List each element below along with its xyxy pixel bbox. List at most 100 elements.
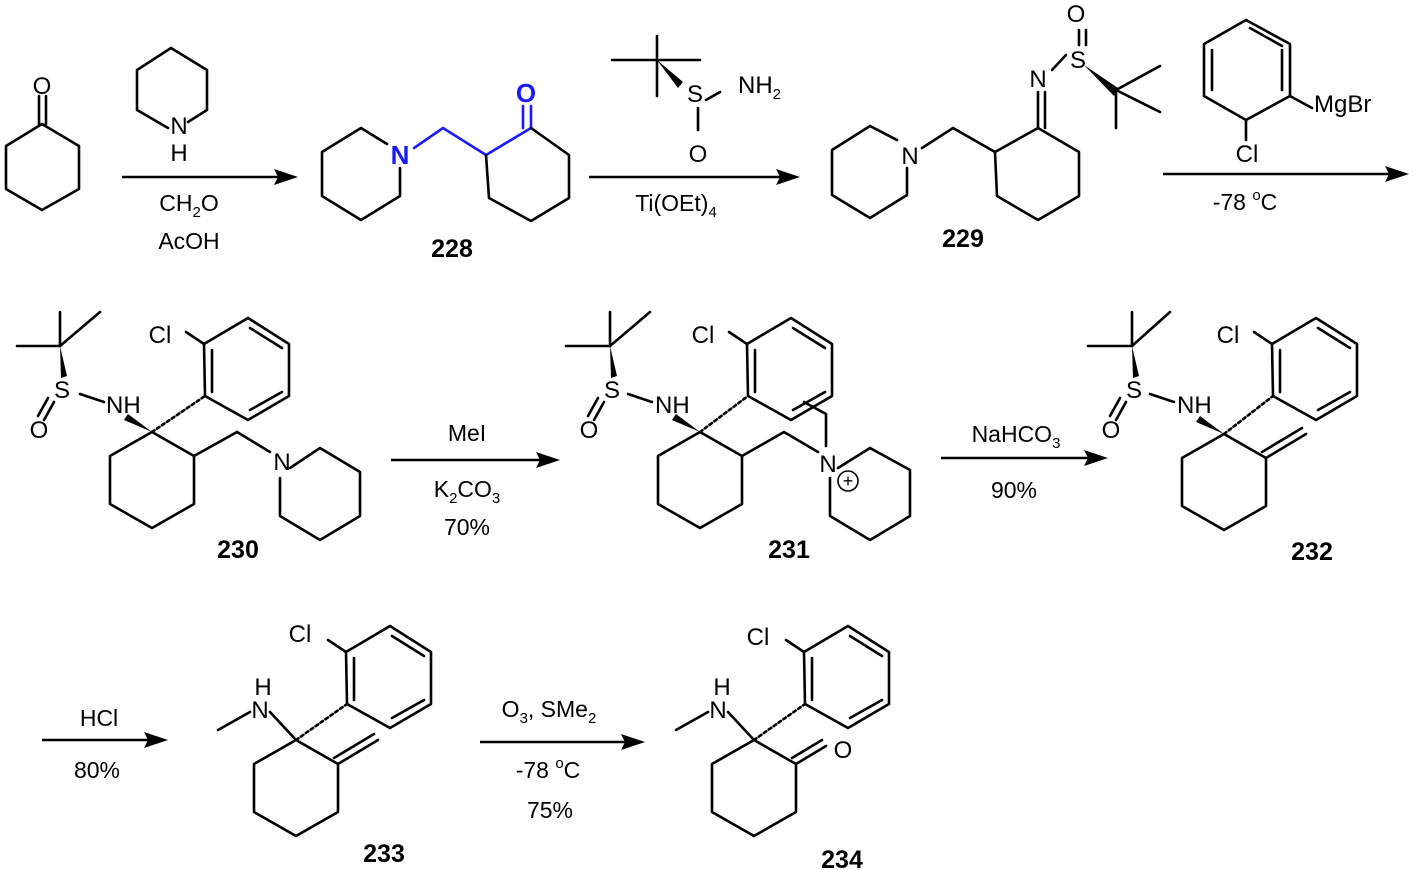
nh-label: NH: [655, 392, 690, 419]
subscript: 4: [708, 204, 716, 221]
atom-cl: Cl: [747, 624, 770, 651]
compound-label-232: 232: [1291, 538, 1333, 566]
conditions-step1: CH2O AcOH: [158, 190, 219, 254]
potassium: K: [434, 476, 450, 502]
conditions-step2: Ti(OEt)4: [635, 190, 717, 221]
atom-o: O: [1102, 417, 1121, 444]
atom-h: H: [170, 140, 187, 167]
atom-n: N: [251, 697, 268, 724]
subscript: 2: [773, 86, 781, 103]
reagent-ch2o: CH: [159, 190, 192, 216]
reagent-acoh: AcOH: [158, 228, 219, 254]
atom-s: S: [1126, 377, 1142, 404]
cyclohexanone-structure: O: [4, 73, 81, 212]
carbonate: CO: [457, 476, 492, 502]
atom-o: O: [30, 417, 49, 444]
conditions-step7: O3, SMe2 -78 oC 75%: [502, 696, 597, 823]
compound-label-233: 233: [363, 840, 405, 868]
temperature: -78: [516, 757, 556, 783]
compound-229-structure: N S O N: [830, 1, 1162, 222]
atom-n: N: [170, 113, 187, 140]
atom-n: N: [1029, 66, 1046, 93]
atom-n: N: [709, 697, 726, 724]
reagent-ch2o-tail: O: [201, 190, 219, 216]
atom-n: N: [901, 143, 918, 170]
temperature-unit: C: [564, 757, 581, 783]
superscript: o: [555, 755, 563, 772]
reagent-k2co3: K2CO3: [434, 476, 501, 507]
atom-s: S: [54, 377, 70, 404]
atom-s: S: [1070, 47, 1086, 74]
atom-o: O: [580, 417, 599, 444]
temperature-step7: -78 oC: [516, 755, 581, 783]
atom-o: O: [834, 737, 853, 764]
compound-231-structure: S O NH Cl N +: [564, 310, 912, 542]
arrow-step3: [1163, 166, 1409, 182]
subscript: 3: [1052, 435, 1060, 452]
yield-step5: 90%: [991, 477, 1037, 503]
yield-step4: 70%: [444, 514, 490, 540]
svg-text:CH2O: CH2O: [159, 190, 218, 221]
subscript: 2: [449, 490, 457, 507]
compound-label-229: 229: [942, 225, 984, 253]
atom-o: O: [1067, 1, 1086, 28]
mgbr-label: MgBr: [1314, 91, 1371, 118]
nh-label: NH: [1177, 392, 1212, 419]
conditions-step3: -78 oC: [1213, 187, 1278, 215]
dimethylsulfide: , SMe: [528, 696, 588, 722]
subscript: 3: [492, 490, 500, 507]
atom-s: S: [604, 377, 620, 404]
reagent-mei: MeI: [448, 420, 486, 446]
compound-label-231: 231: [768, 536, 810, 564]
bicarbonate: NaHCO: [972, 421, 1053, 447]
conditions-step5: NaHCO3 90%: [972, 421, 1061, 503]
grignard-reagent: MgBr Cl: [1202, 18, 1371, 168]
reagent-ozone: O3, SMe2: [502, 696, 597, 727]
atom-cl: Cl: [149, 322, 172, 349]
atom-cl: Cl: [1217, 322, 1240, 349]
reagent-ti-oet: Ti(OEt): [635, 190, 708, 216]
subscript: 2: [193, 204, 201, 221]
atom-n: N: [273, 449, 290, 476]
compound-230-structure: S O NH Cl N: [15, 310, 362, 542]
atom-h: H: [713, 674, 730, 701]
conditions-step6: HCl 80%: [74, 705, 120, 783]
arrow-step5: [941, 450, 1108, 466]
arrow-step4: [391, 452, 560, 468]
sulfinamide-reagent: S NH2 O: [610, 34, 781, 168]
arrow-step7: [480, 734, 645, 750]
compound-232-structure: S O NH Cl: [1086, 310, 1359, 532]
amine-nh: NH: [738, 72, 773, 99]
subscript: 3: [520, 710, 528, 727]
atom-n: N: [819, 451, 836, 478]
atom-s: S: [687, 81, 703, 108]
nh-label: NH: [106, 392, 141, 419]
reagent-nahco3: NaHCO3: [972, 421, 1061, 452]
atom-cl: Cl: [289, 621, 312, 648]
positive-charge: [837, 470, 859, 492]
reagent-hcl: HCl: [80, 705, 118, 731]
piperidine-reagent: N H: [135, 46, 209, 167]
compound-233-structure: N H Cl: [216, 621, 433, 838]
superscript: o: [1252, 187, 1260, 204]
arrow-step1: [122, 169, 298, 185]
compound-label-234: 234: [821, 846, 863, 870]
atom-o: O: [516, 78, 536, 108]
atom-n: N: [391, 140, 410, 170]
compound-234-structure: N H Cl O: [674, 624, 891, 838]
temperature: -78: [1213, 189, 1253, 215]
yield-step6: 80%: [74, 757, 120, 783]
temperature-unit: C: [1261, 189, 1278, 215]
atom-cl: Cl: [1236, 141, 1259, 168]
svg-text:NH2: NH2: [738, 72, 781, 103]
subscript: 2: [588, 710, 596, 727]
compound-label-230: 230: [217, 536, 259, 564]
charge-sign: +: [843, 471, 854, 491]
atom-o: O: [33, 73, 52, 100]
yield-step7: 75%: [527, 797, 573, 823]
ozone: O: [502, 696, 520, 722]
conditions-step4: MeI K2CO3 70%: [434, 420, 501, 540]
atom-cl: Cl: [692, 322, 715, 349]
atom-h: H: [254, 674, 271, 701]
